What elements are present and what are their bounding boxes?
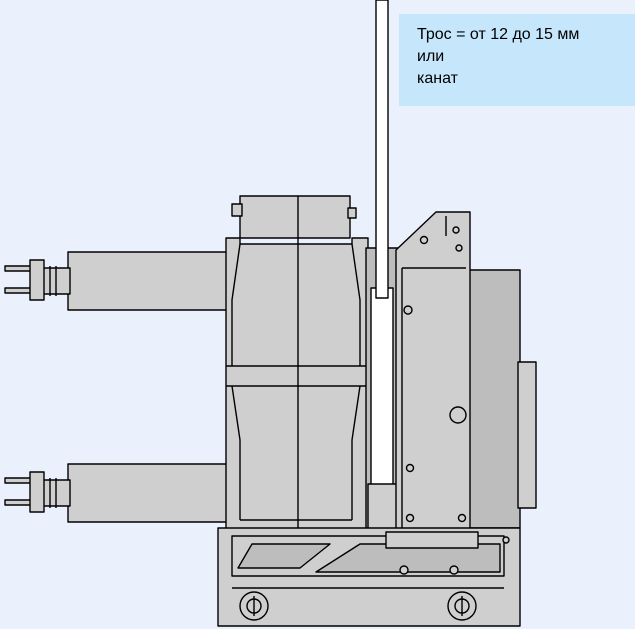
callout-line-or: или [417,48,445,65]
lower-terminal-arm [4,463,231,523]
rope-specification-callout: Трос = от 12 до 15 мм или канат [399,14,635,106]
upper-terminal-arm [4,251,231,311]
right-wheel [447,591,477,621]
left-wheel [239,591,269,621]
lifting-rope [365,0,399,539]
callout-line-rope-size: Трос = от 12 до 15 мм [417,26,580,43]
operating-mechanism [395,211,537,531]
callout-line-cable: канат [417,70,458,87]
pole-body [225,195,369,541]
